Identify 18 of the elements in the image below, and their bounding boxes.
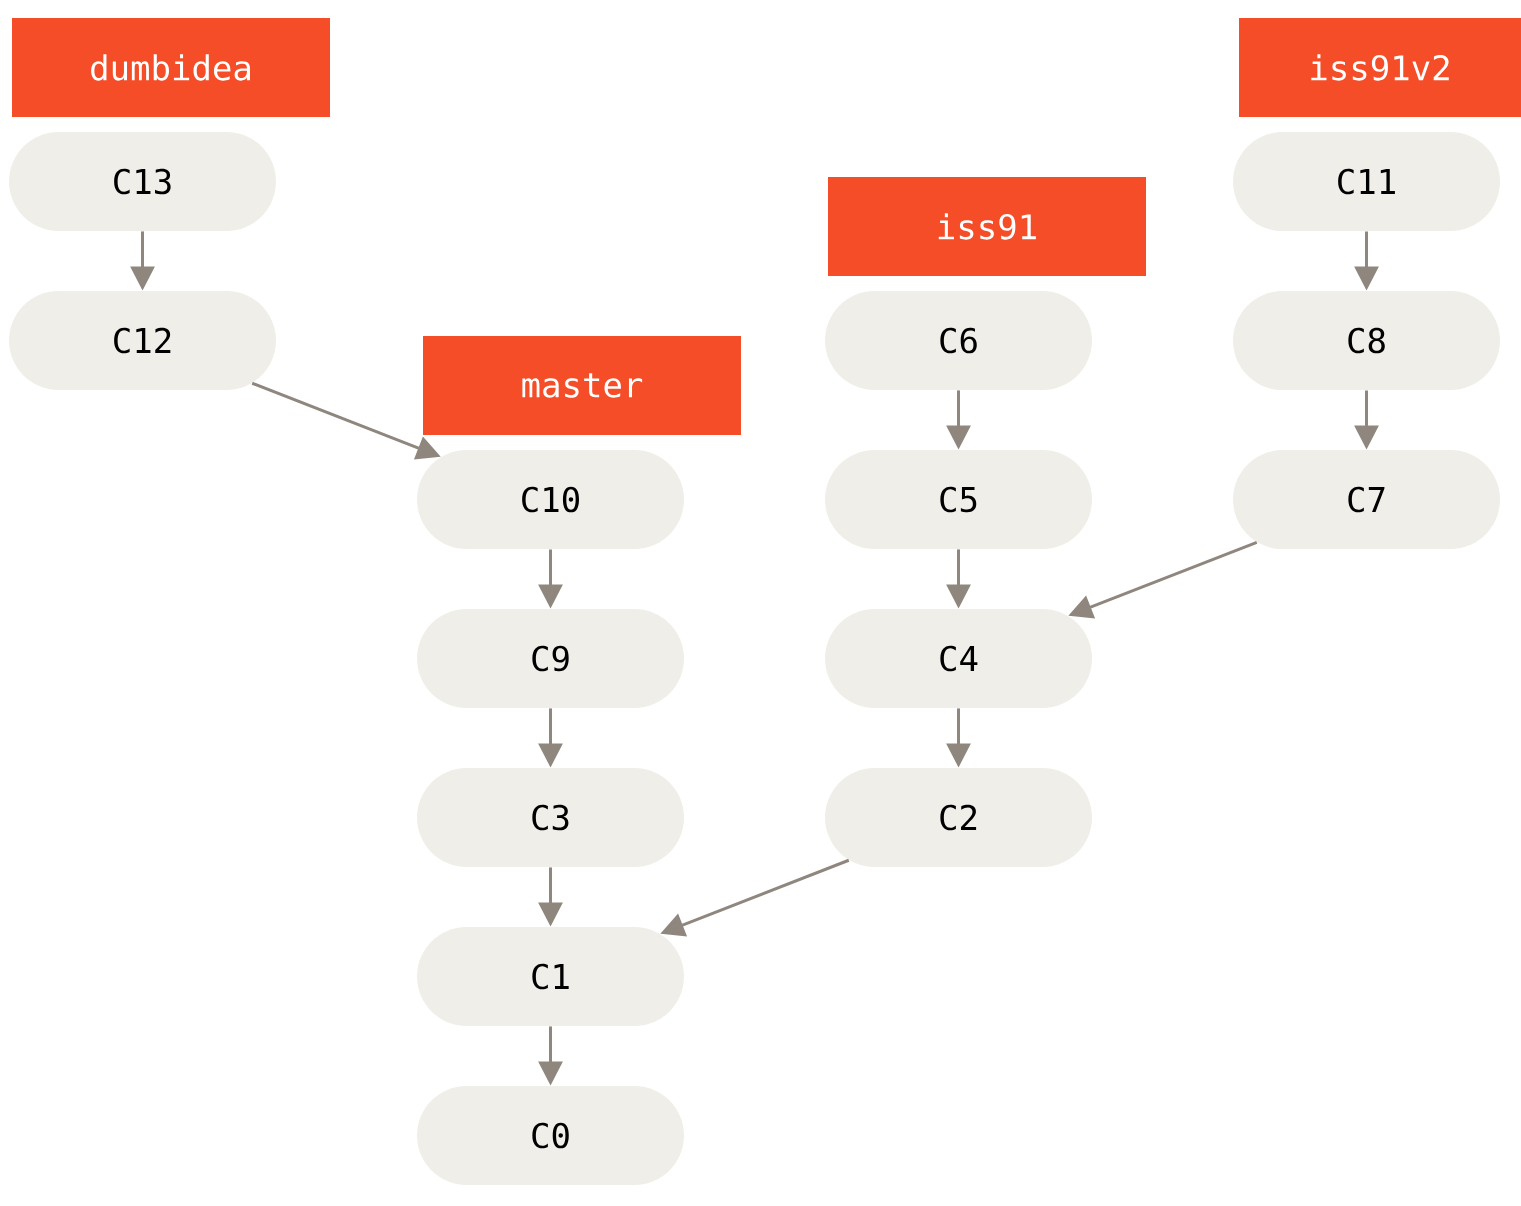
commit-node: C2 [825,768,1092,867]
commit-node: C9 [417,609,684,708]
commit-node: C6 [825,291,1092,390]
commit-node: C7 [1233,450,1500,549]
commit-node: C13 [9,132,276,231]
commit-node: C3 [417,768,684,867]
branch-label: iss91 [828,177,1146,276]
commit-node: C11 [1233,132,1500,231]
branch-label: dumbidea [12,18,330,117]
commit-node: C4 [825,609,1092,708]
commit-node: C10 [417,450,684,549]
commit-node: C8 [1233,291,1500,390]
commit-node: C12 [9,291,276,390]
commit-node: C0 [417,1086,684,1185]
branch-label: master [423,336,741,435]
commit-node: C1 [417,927,684,1026]
commit-node: C5 [825,450,1092,549]
branch-label: iss91v2 [1239,18,1521,117]
